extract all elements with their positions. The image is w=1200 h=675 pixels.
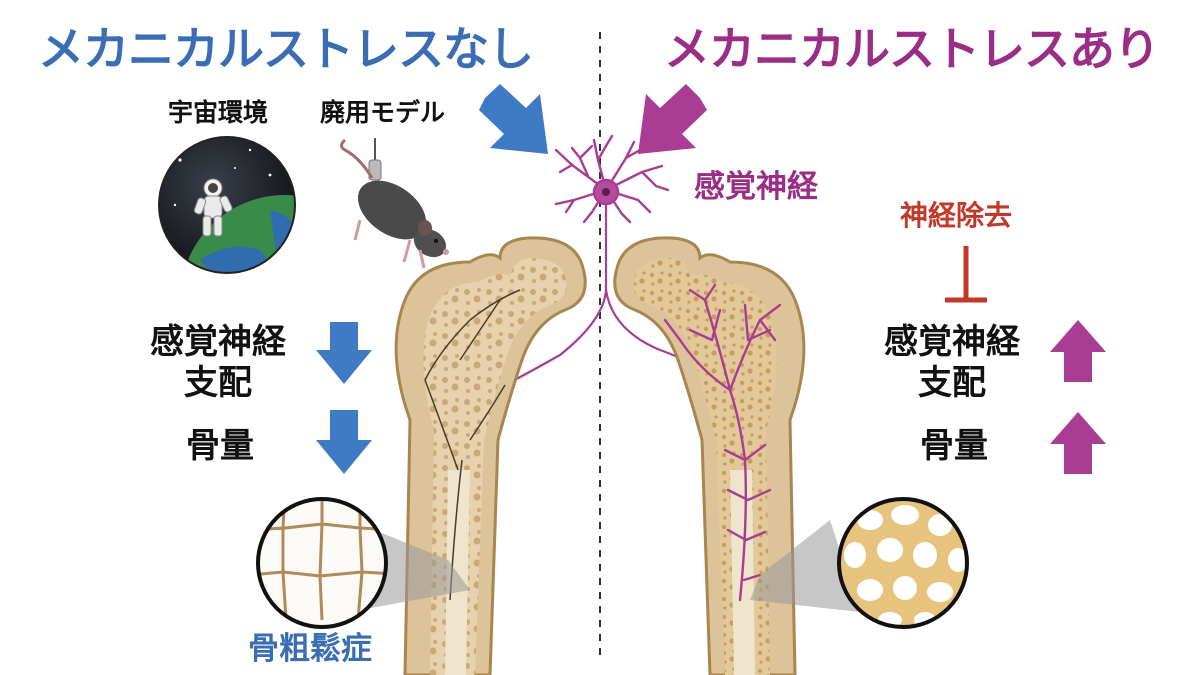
left-bone-mass-label: 骨量 (186, 426, 254, 466)
femur-left-icon (394, 236, 587, 675)
right-title: メカニカルストレスあり (664, 22, 1160, 76)
femur-right-icon (613, 236, 806, 675)
arrow-right-to-neuron-icon (638, 84, 707, 154)
inhibition-icon (945, 246, 987, 303)
left-title: メカニカルストレスなし (38, 22, 534, 76)
up-arrow-icon (1050, 412, 1106, 474)
magnifier-right-icon (750, 497, 969, 629)
right-sensory-innervation-label: 感覚神経 支配 (884, 322, 1020, 403)
down-arrow-icon (316, 410, 372, 474)
mouse-icon (340, 138, 449, 269)
arrow-left-to-neuron-icon (479, 84, 548, 154)
neuron-icon (503, 134, 732, 392)
up-arrow-icon (1050, 320, 1106, 382)
denervation-label: 神経除去 (900, 199, 1013, 232)
astronaut-icon (158, 136, 296, 274)
magnifier-left-icon (256, 497, 470, 629)
down-arrow-icon (316, 322, 372, 384)
right-bone-mass-label: 骨量 (920, 426, 988, 466)
space-environment-label: 宇宙環境 (168, 98, 269, 127)
left-sensory-innervation-label: 感覚神経 支配 (150, 322, 286, 403)
osteoporosis-label: 骨粗鬆症 (248, 631, 372, 667)
sensory-nerve-label: 感覚神経 (694, 169, 818, 205)
disuse-model-label: 廃用モデル (320, 98, 446, 127)
